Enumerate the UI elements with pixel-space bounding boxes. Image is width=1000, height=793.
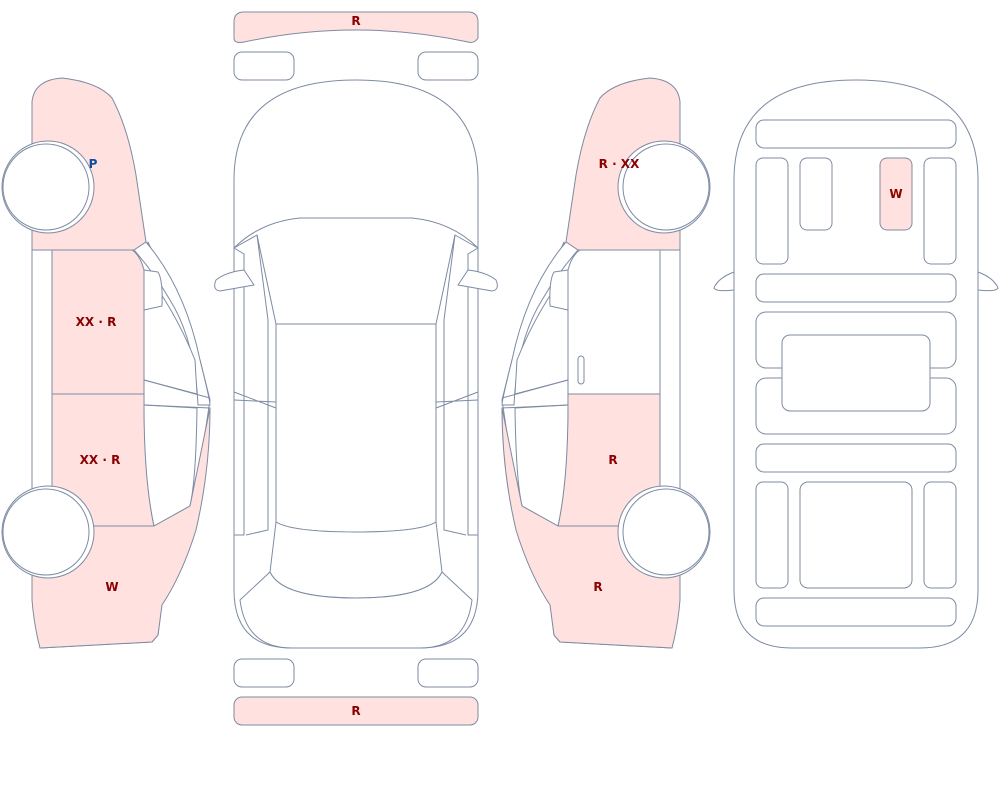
left-front-wheel[interactable]: [2, 143, 90, 231]
left-side-mirror[interactable]: [143, 269, 163, 311]
rear-left-light[interactable]: [233, 658, 295, 688]
right-side-rail: [467, 247, 479, 536]
right-a-pillar: [501, 241, 579, 406]
right-rear-door-label: R: [608, 453, 617, 467]
trunk-lid: [239, 571, 473, 649]
windshield: [233, 217, 479, 325]
front-bumper-label: R: [351, 14, 360, 28]
top-right-mirror[interactable]: [457, 269, 498, 292]
right-door-split: [435, 391, 479, 409]
rear-bumper-panel[interactable]: [233, 696, 479, 726]
front-left-inner-rail[interactable]: [799, 157, 833, 231]
top-left-mirror[interactable]: [214, 269, 255, 292]
rear-panel[interactable]: [755, 597, 957, 627]
right-front-wheel[interactable]: [622, 143, 710, 231]
rear-bumper-label: R: [351, 704, 360, 718]
front-right-rail[interactable]: [923, 157, 957, 265]
rear-window: [269, 521, 443, 599]
right-rear-quarter-label: R: [593, 580, 602, 594]
left-a-pillar: [133, 241, 211, 406]
left-rear-quarter-label: W: [105, 580, 118, 594]
front-left-light[interactable]: [233, 51, 295, 81]
right-pillar-line: [443, 234, 467, 536]
front-right-light[interactable]: [417, 51, 479, 81]
roof: [275, 323, 437, 533]
right-belt-line-lower: [501, 404, 569, 409]
underbody-member-label: W: [889, 187, 902, 201]
right-door-handle[interactable]: [577, 355, 585, 385]
left-belt-line: [143, 379, 211, 399]
left-side-view: P XX · R XX · R W: [1, 77, 211, 649]
left-rear-wheel[interactable]: [2, 488, 90, 576]
left-rear-quarter-panel[interactable]: [31, 407, 211, 649]
front-right-inner-rail[interactable]: [879, 157, 913, 231]
right-side-mirror[interactable]: [549, 269, 569, 311]
rear-right-light[interactable]: [417, 658, 479, 688]
left-pillar-line: [245, 234, 269, 536]
left-rear-door-label: XX · R: [80, 453, 121, 467]
floor-center-tunnel[interactable]: [781, 334, 931, 412]
rear-left-rail[interactable]: [755, 481, 789, 589]
spare-tire-well[interactable]: [799, 481, 913, 589]
right-rear-quarter-panel[interactable]: [501, 407, 681, 649]
front-bumper-panel[interactable]: [233, 11, 479, 43]
right-rear-wheel[interactable]: [622, 488, 710, 576]
dash-crossmember[interactable]: [755, 273, 957, 303]
left-front-door-label: XX · R: [76, 315, 117, 329]
left-front-fender-label: P: [89, 157, 98, 171]
right-belt-line: [501, 379, 569, 399]
right-front-fender-label: R · XX: [599, 157, 640, 171]
front-crossmember[interactable]: [755, 119, 957, 149]
top-view: R R: [214, 11, 498, 726]
left-side-rail: [233, 247, 245, 536]
underbody-right-mirror: [977, 271, 999, 292]
underbody-left-mirror: [713, 271, 735, 292]
left-belt-line-lower: [143, 404, 211, 409]
right-side-view: [501, 77, 711, 649]
underbody-view: W: [713, 79, 999, 649]
rear-right-rail[interactable]: [923, 481, 957, 589]
rear-crossmember[interactable]: [755, 443, 957, 473]
left-door-split: [233, 391, 277, 409]
front-left-rail[interactable]: [755, 157, 789, 265]
